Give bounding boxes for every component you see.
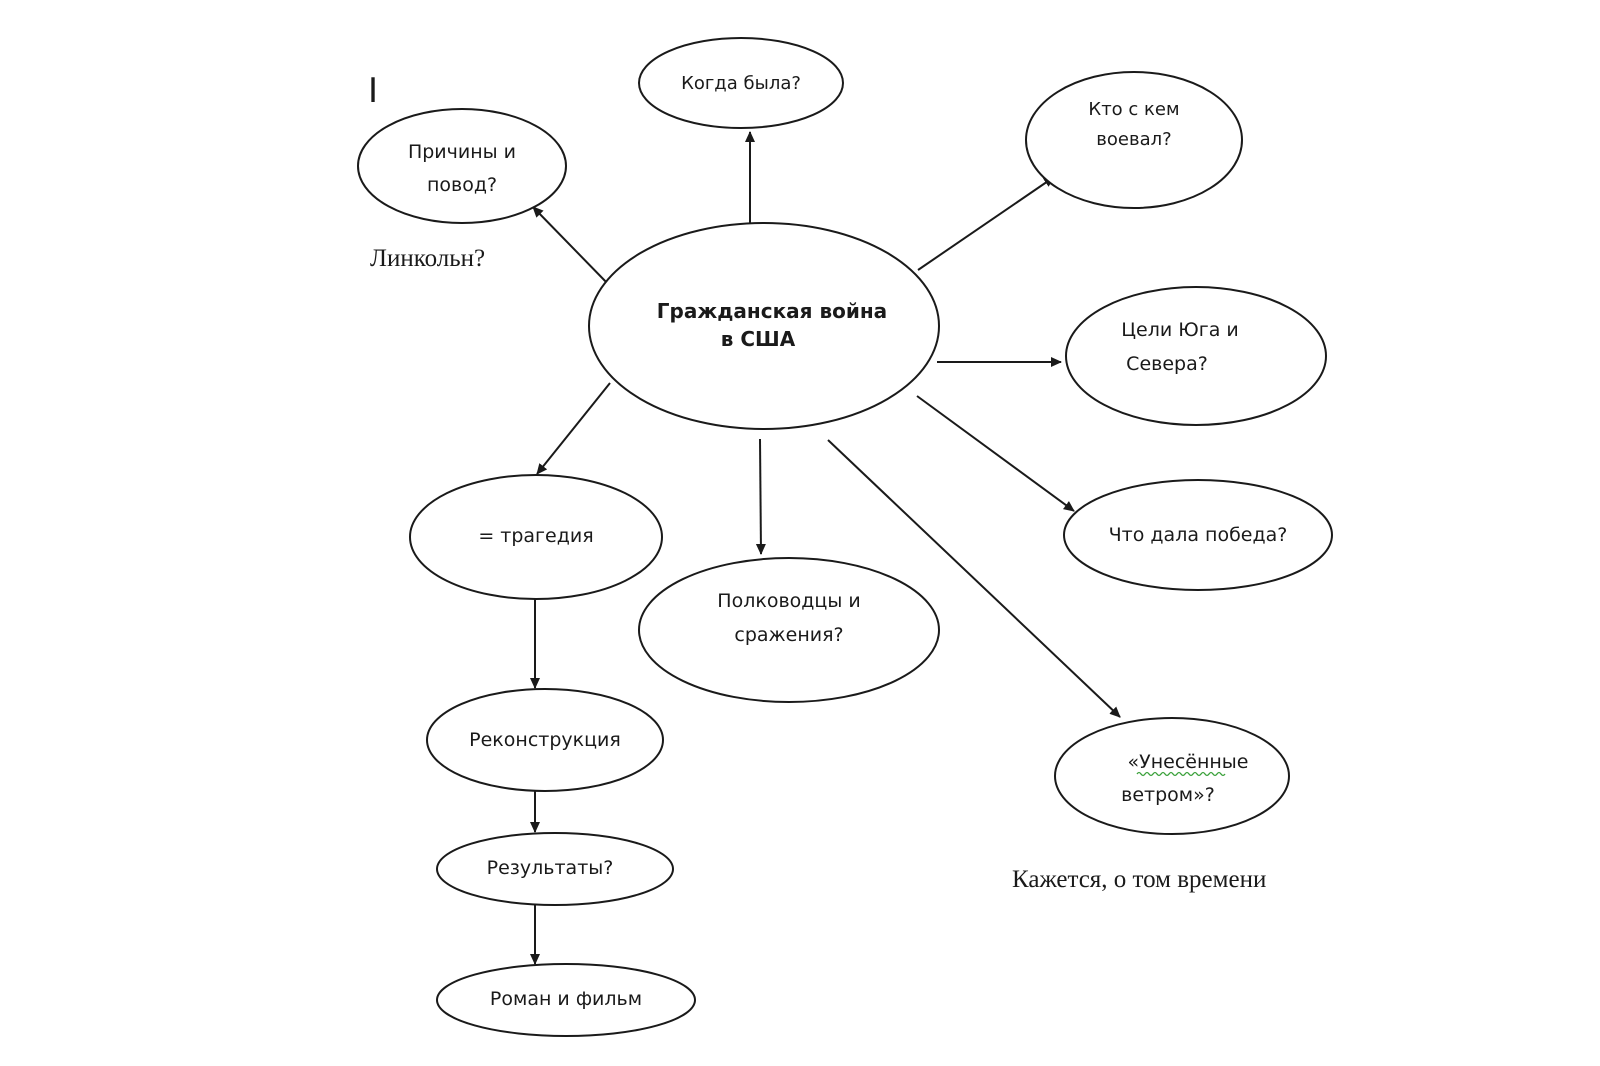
edge-center-tragedy — [536, 382, 611, 475]
edge-center-generals — [755, 438, 766, 555]
edges — [530, 131, 1121, 965]
node-causes: Причины и повод? — [357, 108, 567, 224]
text-cursor: I — [368, 71, 378, 111]
node-goals: Цели Юга и Севера? — [1065, 286, 1327, 426]
node-causes-line1: Причины и — [408, 141, 516, 163]
node-results: Результаты? — [436, 832, 674, 906]
node-when-line1: Когда была? — [681, 73, 801, 94]
node-results-line1: Результаты? — [487, 857, 614, 879]
edge-center-who — [917, 176, 1055, 271]
node-tragedy: = трагедия — [409, 474, 663, 600]
node-gone: «Унесённые ветром»? — [1054, 717, 1290, 835]
node-who-line1: Кто с кем — [1088, 99, 1179, 120]
spellcheck-underline — [1136, 771, 1226, 777]
node-gone-line2: ветром»? — [1121, 784, 1215, 806]
node-gone-line1: «Унесённые — [1128, 751, 1249, 773]
note-times: Кажется, о том времени — [1012, 866, 1266, 893]
node-goals-line1: Цели Юга и — [1121, 319, 1239, 341]
node-novel: Роман и фильм — [436, 963, 696, 1037]
node-novel-line1: Роман и фильм — [490, 988, 642, 1010]
node-generals-line1: Полководцы и — [717, 590, 860, 612]
node-reconstruction: Реконструкция — [426, 688, 664, 792]
node-who-line2: воевал? — [1096, 129, 1171, 150]
node-goals-line2: Севера? — [1126, 353, 1208, 375]
center-line2: в США — [721, 327, 796, 351]
node-causes-line2: повод? — [427, 174, 497, 196]
edge-center-causes — [532, 206, 611, 287]
node-tragedy-line1: = трагедия — [478, 525, 593, 547]
node-generals-line2: сражения? — [734, 624, 843, 646]
node-reconstruction-line1: Реконструкция — [469, 729, 621, 751]
node-victory: Что дала победа? — [1063, 479, 1333, 591]
edge-center-victory — [916, 395, 1075, 512]
node-center: Гражданская война в США — [588, 222, 940, 430]
node-who: Кто с кем воевал? — [1025, 71, 1243, 209]
node-generals: Полководцы и сражения? — [638, 557, 940, 703]
node-when: Когда была? — [638, 37, 844, 129]
node-victory-line1: Что дала победа? — [1109, 524, 1288, 546]
center-line1: Гражданская война — [657, 299, 887, 323]
note-lincoln: Линкольн? — [370, 245, 485, 272]
edge-center-gone — [827, 439, 1121, 718]
